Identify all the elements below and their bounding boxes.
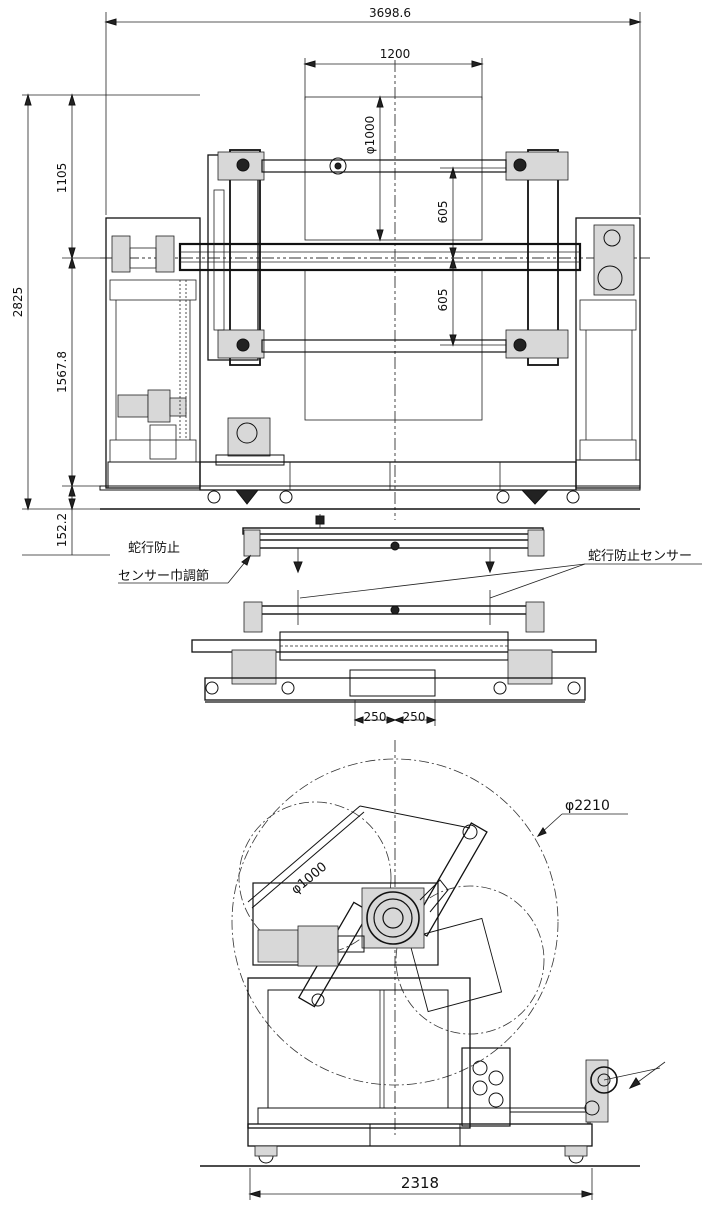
swing-diameter-text: φ2210 bbox=[565, 798, 610, 814]
small-diameter-text: φ1000 bbox=[289, 859, 331, 897]
guide-sensor-leader-left bbox=[299, 563, 586, 599]
dimension-overall-width: 3698.6 bbox=[104, 6, 642, 215]
side-upper-frame bbox=[252, 882, 439, 966]
base-height-text: 152.2 bbox=[55, 513, 69, 547]
side-view: φ2210 φ1000 bbox=[200, 740, 666, 1200]
offset-right-text: 250 bbox=[403, 710, 426, 724]
upper-roll-shaft bbox=[261, 157, 507, 175]
plan-wheels bbox=[205, 681, 581, 695]
right-turret-arm bbox=[505, 149, 569, 366]
total-height-text: 2825 bbox=[11, 287, 25, 318]
dimension-base-width: 2318 bbox=[248, 1168, 594, 1200]
upper-roll-outline bbox=[304, 96, 483, 241]
side-drive-unit bbox=[257, 879, 449, 967]
guide-adjust-label-line1: 蛇行防止 bbox=[128, 540, 180, 556]
roll-circle-upper-left bbox=[238, 801, 392, 955]
dimension-roll-diameter: φ1000 bbox=[363, 95, 384, 242]
roll-width-text: 1200 bbox=[380, 47, 411, 61]
front-view: 3698.6 1200 2825 1105 bbox=[11, 6, 650, 556]
offset-left-text: 250 bbox=[364, 710, 387, 724]
dimension-roll-width: 1200 bbox=[303, 47, 484, 100]
guide-adjust-label-line2: センサー巾調節 bbox=[118, 569, 209, 584]
arm-spacing-upper-text: 605 bbox=[436, 201, 450, 224]
roll-diameter-text: φ1000 bbox=[363, 116, 377, 154]
base-width-text: 2318 bbox=[401, 1174, 439, 1192]
front-wheels bbox=[207, 489, 580, 505]
plan-roll-assembly bbox=[191, 590, 597, 703]
upper-height-text: 1105 bbox=[55, 163, 69, 194]
dimension-left-verticals: 2825 1105 1567.8 152.2 bbox=[11, 93, 200, 556]
center-support bbox=[215, 417, 285, 466]
sensor-frame bbox=[242, 514, 545, 574]
arm-spacing-lower-text: 605 bbox=[436, 289, 450, 312]
swing-circle bbox=[231, 758, 559, 1086]
guide-sensor-label: 蛇行防止センサー bbox=[588, 548, 692, 564]
lower-height-text: 1567.8 bbox=[55, 351, 69, 393]
guide-sensor-leader-right bbox=[489, 563, 586, 599]
dimension-arm-spacing: 605 605 bbox=[436, 166, 520, 347]
side-lower-frame bbox=[247, 977, 593, 1147]
lower-roll-shaft bbox=[261, 339, 507, 353]
left-turret-arm bbox=[207, 149, 265, 366]
overall-width-text: 3698.6 bbox=[369, 6, 411, 20]
side-right-unit bbox=[461, 1047, 666, 1127]
dimension-offset: 250 250 bbox=[353, 700, 437, 726]
side-wheels bbox=[254, 1145, 588, 1164]
right-stand bbox=[575, 217, 641, 489]
main-shaft bbox=[178, 242, 582, 272]
base-frame bbox=[99, 461, 641, 510]
plan-view: 蛇行防止 センサー巾調節 蛇行防止センサー bbox=[118, 514, 702, 726]
left-stand bbox=[105, 217, 201, 489]
